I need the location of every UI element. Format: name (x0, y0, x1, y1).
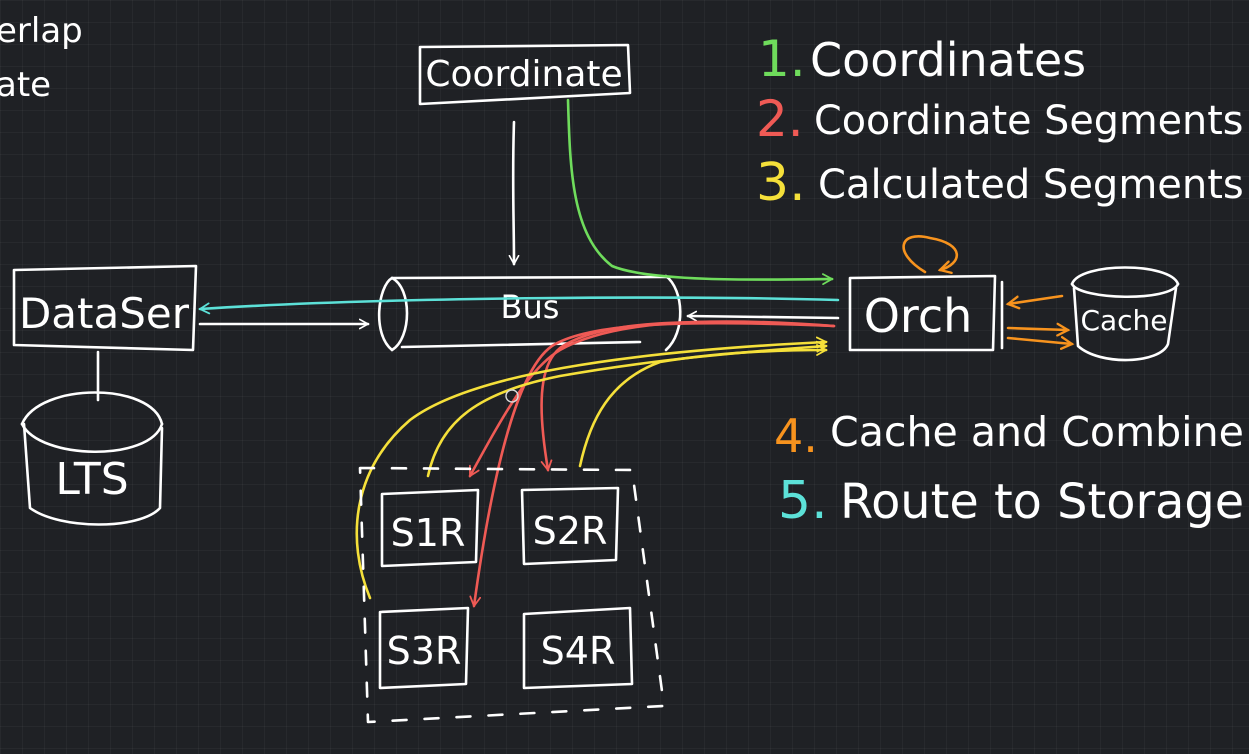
s4r-label: S4R (541, 629, 616, 673)
bus-node: Bus (377, 274, 682, 352)
legend-text-1: Coordinates (810, 33, 1086, 87)
dataser-node: DataSer (12, 264, 198, 352)
coordinate-label: Coordinate (425, 54, 622, 95)
legend-number-1: 1. (758, 30, 806, 88)
legend-number-4: 4. (774, 409, 818, 463)
s3r-label: S3R (387, 629, 462, 673)
legend-number-5: 5. (778, 471, 828, 531)
fragment-text-2: ate (0, 65, 51, 105)
lts-node: LTS (20, 391, 164, 526)
calculated-segments-arrow-s3r (355, 336, 828, 600)
s2r-node: S2R (520, 486, 620, 566)
pointer-circle (505, 389, 519, 403)
coordinates-arrow (566, 98, 834, 286)
legend-item-3: 3. Calculated Segments (756, 153, 1244, 213)
s1r-node: S1R (380, 488, 480, 568)
orch-node: Orch (848, 274, 1004, 352)
cache-to-orch-arrow (1008, 294, 1064, 304)
legend-number-2: 2. (756, 90, 804, 148)
legend-text-5: Route to Storage (840, 475, 1244, 530)
legend-text-4: Cache and Combine (830, 408, 1244, 456)
coordinate-segments-arrow-s3r (469, 321, 836, 608)
s1r-label: S1R (391, 511, 466, 555)
cache-combine-loop-arrow (902, 235, 959, 272)
orch-label: Orch (864, 289, 973, 343)
s3r-node: S3R (378, 606, 470, 690)
cache-label: Cache (1080, 304, 1167, 337)
fragment-text-1: erlap (0, 11, 83, 51)
lts-label: LTS (55, 454, 128, 505)
coordinate-node: Coordinate (418, 43, 632, 106)
s4r-node: S4R (522, 606, 634, 690)
cache-node: Cache (1070, 266, 1180, 362)
route-to-storage-arrow (198, 296, 840, 315)
bus-label: Bus (501, 288, 560, 326)
legend-text-2: Coordinate Segments (814, 98, 1243, 144)
legend-number-3: 3. (756, 153, 806, 213)
orch-to-bus-arrow (686, 310, 840, 322)
dataser-label: DataSer (19, 289, 190, 338)
coordinate-to-bus-arrow (508, 120, 520, 266)
legend-item-5: 5. Route to Storage (778, 471, 1244, 531)
calculated-segments-arrow-s2r (578, 344, 828, 468)
s2r-label: S2R (533, 509, 608, 553)
orch-to-cache-arrow-1 (1006, 328, 1068, 330)
legend-item-1: 1. Coordinates (758, 30, 1086, 88)
legend-text-3: Calculated Segments (818, 162, 1244, 208)
orch-to-cache-arrow-2 (1006, 338, 1072, 344)
legend: 1. Coordinates 2. Coordinate Segments 3.… (756, 30, 1244, 531)
legend-item-4: 4. Cache and Combine (774, 408, 1244, 463)
calculated-segments-arrow-s1r (426, 340, 828, 478)
legend-item-2: 2. Coordinate Segments (756, 90, 1243, 148)
